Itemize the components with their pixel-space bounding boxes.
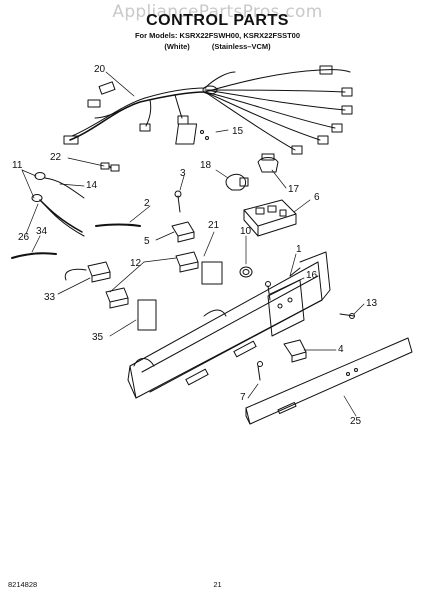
tubing-part — [11, 223, 141, 259]
sensor-clip-part — [100, 162, 120, 172]
callout-7: 7 — [240, 392, 246, 403]
models-line: For Models: KSRX22FSWH00, KSRX22FSST00 — [134, 31, 301, 40]
page-number: 21 — [213, 580, 222, 589]
callout-33: 33 — [44, 292, 56, 303]
screw-part — [174, 190, 182, 213]
callout-15: 15 — [232, 126, 244, 137]
callout-12: 12 — [130, 258, 142, 269]
callout-21: 21 — [208, 220, 220, 231]
callout-labels: 20 15 18 17 6 3 2 5 21 10 1 16 13 4 7 25… — [12, 64, 378, 427]
callout-2: 2 — [144, 198, 150, 209]
callout-22: 22 — [50, 152, 62, 163]
control-board-part — [243, 199, 297, 237]
wire-harness-part — [63, 65, 353, 155]
grommet-part — [239, 266, 253, 278]
callout-18: 18 — [200, 160, 212, 171]
callout-17: 17 — [288, 184, 300, 195]
sensor-tube-part — [39, 199, 85, 237]
callout-4: 4 — [338, 344, 344, 355]
door-switch-part — [64, 251, 199, 309]
callout-20: 20 — [94, 64, 106, 75]
callout-13: 13 — [366, 298, 378, 309]
switch-part — [171, 221, 195, 243]
callout-14: 14 — [86, 180, 98, 191]
callout-6: 6 — [314, 192, 320, 203]
thermistor-part — [31, 172, 85, 202]
callout-10: 10 — [240, 226, 252, 237]
variant-white: (White) — [164, 42, 190, 51]
callout-1: 1 — [296, 244, 302, 255]
model-variants: (White) (Stainless–VCM) — [0, 41, 435, 52]
lamp-socket-part — [257, 153, 279, 173]
callout-3: 3 — [180, 168, 186, 179]
label-plate-part — [137, 261, 223, 331]
callout-25: 25 — [350, 416, 362, 427]
callout-34: 34 — [36, 226, 48, 237]
control-housing-part — [127, 251, 331, 399]
light-bulb-part — [225, 173, 249, 191]
control-panel-cover-part — [245, 337, 413, 425]
callout-35: 35 — [92, 332, 104, 343]
callout-26: 26 — [18, 232, 30, 243]
mounting-plate-part — [175, 123, 209, 145]
screw-part — [257, 281, 355, 381]
leader-lines — [21, 71, 365, 417]
callout-5: 5 — [144, 236, 150, 247]
model-list: For Models: KSRX22FSWH00, KSRX22FSST00 (… — [0, 30, 435, 52]
page-title: CONTROL PARTS — [146, 12, 289, 29]
bracket-part — [283, 339, 307, 363]
callout-16: 16 — [306, 270, 318, 281]
document-number: 8214828 — [8, 580, 38, 589]
callout-11: 11 — [12, 160, 23, 171]
watermark: AppliancePartsPros.com — [112, 2, 323, 22]
variant-stainless: (Stainless–VCM) — [211, 42, 271, 51]
